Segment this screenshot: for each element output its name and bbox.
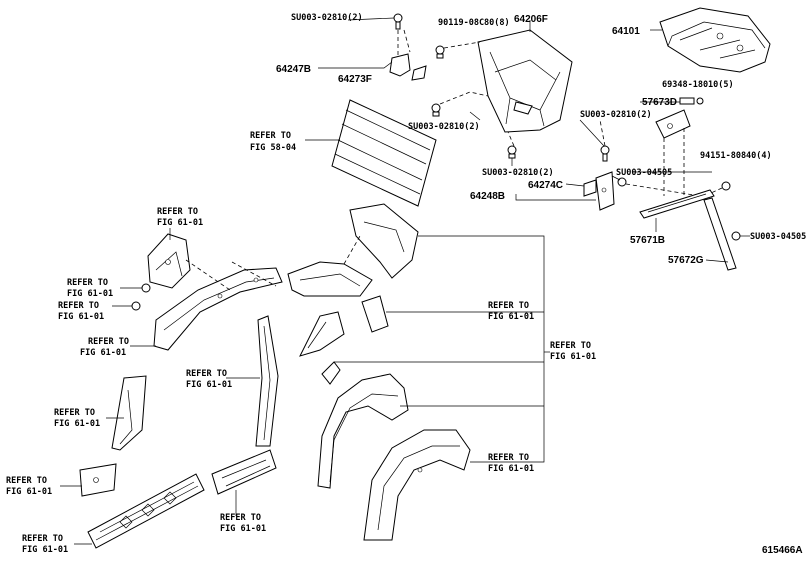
figure-code: 615466A — [762, 545, 803, 556]
part-rocker-inner — [211, 449, 277, 495]
refer-61-01-g-line2: FIG 61-01 — [186, 380, 232, 390]
label-su003-02810-mid: SU003-02810(2) — [408, 122, 480, 132]
refer-61-01-c-line1: REFER TO — [58, 301, 99, 311]
part-57671b-rail — [639, 189, 715, 219]
part-wheelhouse-outer — [363, 429, 471, 541]
refer-61-01-a-line1: REFER TO — [157, 207, 198, 217]
part-64274c-bracket — [583, 171, 731, 211]
bolt-group-top — [393, 13, 610, 162]
part-64101-package-tray — [650, 7, 771, 73]
part-57673d-bracket — [655, 97, 704, 196]
part-center-upper-rail — [287, 203, 419, 297]
part-lower-pillar-left — [111, 375, 147, 451]
label-64247b: 64247B — [276, 64, 311, 75]
label-64273f: 64273F — [338, 74, 372, 85]
part-upper-gusset — [147, 233, 191, 289]
refer-61-01-l-line2: FIG 61-01 — [22, 545, 68, 555]
refer-61-01-i-line2: FIG 61-01 — [488, 464, 534, 474]
part-arch-reinforcement — [153, 259, 283, 351]
label-57673d: 57673D — [642, 97, 677, 108]
label-su003-04505-b: SU003-04505 — [750, 232, 806, 242]
part-rocker-outer — [87, 473, 205, 549]
refer-61-01-e-line1: REFER TO — [88, 337, 129, 347]
refer-61-01-k-line1: REFER TO — [220, 513, 261, 523]
refer-61-01-f-line1: REFER TO — [550, 341, 591, 351]
label-refer-58-04-line2: FIG 58-04 — [250, 143, 296, 153]
label-su003-02810-right: SU003-02810(2) — [580, 110, 652, 120]
refer-61-01-h-line1: REFER TO — [54, 408, 95, 418]
refer-61-01-a-line2: FIG 61-01 — [157, 218, 203, 228]
refer-61-01-b-line2: FIG 61-01 — [67, 289, 113, 299]
refer-61-01-g-line1: REFER TO — [186, 369, 227, 379]
label-su003-04505-a: SU003-04505 — [616, 168, 672, 178]
refer-61-01-d-line1: REFER TO — [488, 301, 529, 311]
leader-lines-left — [60, 17, 729, 545]
label-refer-58-04-line1: REFER TO — [250, 131, 291, 141]
label-64206f: 64206F — [514, 14, 548, 25]
refer-61-01-i-line1: REFER TO — [488, 453, 529, 463]
part-small-bracket — [321, 361, 341, 385]
label-64274c: 64274C — [528, 180, 563, 191]
part-sill-small — [79, 463, 117, 497]
refer-61-01-h-line2: FIG 61-01 — [54, 419, 100, 429]
refer-61-01-f-line2: FIG 61-01 — [550, 352, 596, 362]
label-69348-18010: 69348-18010(5) — [662, 80, 734, 90]
refer-61-01-j-line2: FIG 61-01 — [6, 487, 52, 497]
part-64206f-bulkhead — [477, 20, 573, 133]
refer-61-01-e-line2: FIG 61-01 — [80, 348, 126, 358]
refer-61-01-j-line1: REFER TO — [6, 476, 47, 486]
label-64101: 64101 — [612, 26, 640, 37]
part-64247b-64273f-brackets — [318, 29, 427, 81]
label-57672g: 57672G — [668, 255, 704, 266]
part-side-panel-ref-58-04 — [305, 99, 437, 207]
refer-61-01-c-line2: FIG 61-01 — [58, 312, 104, 322]
leader-bracket-right — [334, 235, 550, 463]
label-su003-02810-top: SU003-02810(2) — [291, 13, 363, 23]
refer-61-01-d-line2: FIG 61-01 — [488, 312, 534, 322]
part-57672g-brace — [703, 197, 750, 271]
refer-61-01-l-line1: REFER TO — [22, 534, 63, 544]
label-94151-80840: 94151-80840(4) — [700, 151, 772, 161]
refer-61-01-k-line2: FIG 61-01 — [220, 524, 266, 534]
label-su003-02810-low: SU003-02810(2) — [482, 168, 554, 178]
part-wheelhouse-inner — [317, 373, 409, 489]
label-64248b: 64248B — [470, 191, 505, 202]
part-center-gusset — [299, 295, 389, 357]
part-center-pillar-left — [255, 315, 279, 447]
callout-labels: SU003-02810(2) 90119-08C80(8) 64206F 641… — [6, 13, 806, 556]
refer-61-01-b-line1: REFER TO — [67, 278, 108, 288]
label-57671b: 57671B — [630, 235, 665, 246]
label-90119-08c80: 90119-08C80(8) — [438, 18, 510, 28]
